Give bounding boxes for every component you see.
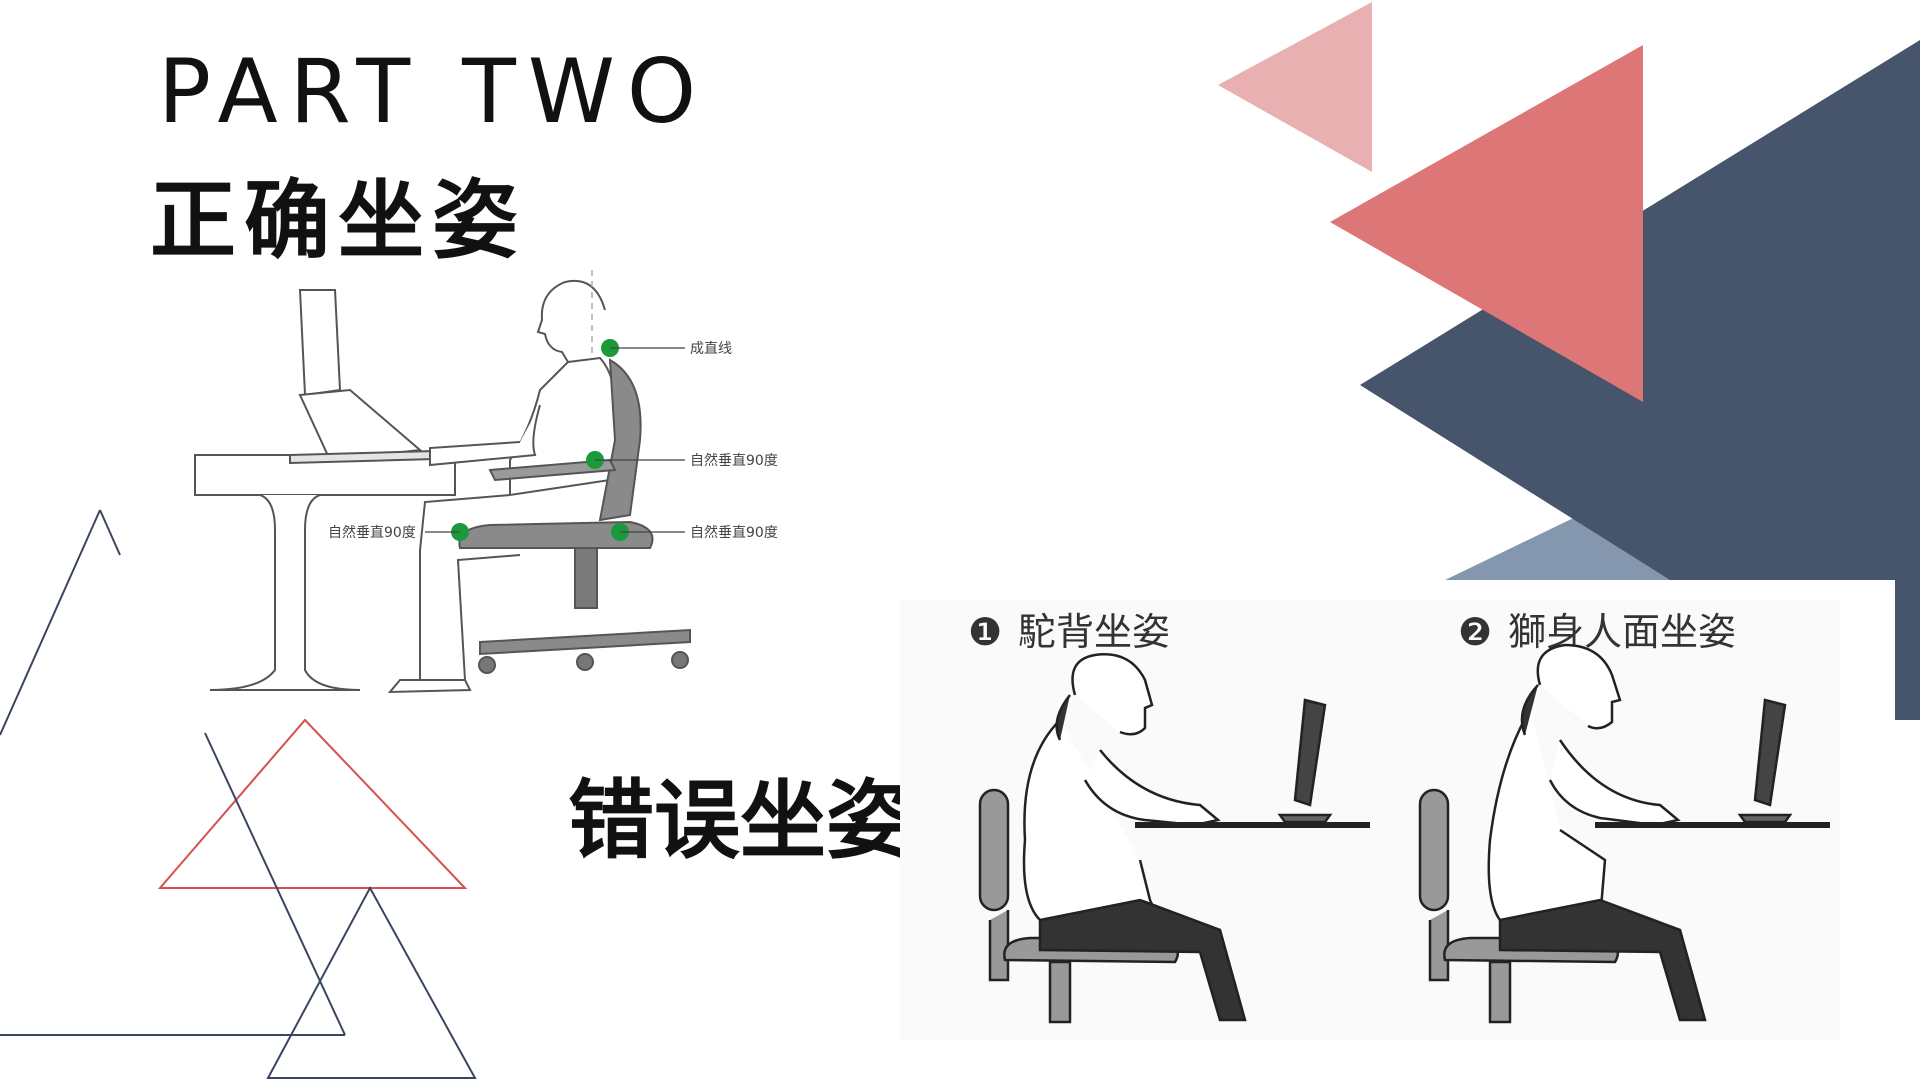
desk-leg: [209, 494, 361, 691]
chair-base: [479, 628, 691, 656]
correct-posture-title: 正确坐姿: [150, 171, 526, 271]
pink-triangle: [1218, 2, 1372, 172]
correct-posture-illustration: 成直线 自然垂直90度 自然垂直90度 自然垂直90度: [194, 270, 778, 694]
hunched-posture-figure: [978, 653, 1370, 1024]
chair-armrest: [488, 458, 617, 482]
sphinx-posture-figure: [1418, 643, 1830, 1024]
person-arm: [429, 404, 541, 467]
coral-triangle: [1330, 45, 1643, 402]
outline-triangle-navy-left-b: [99, 509, 121, 556]
wrong-posture-panel: ❶ 駝背坐姿 ❷ 獅身人面坐姿: [900, 600, 1840, 1040]
wrong-item-1-number: ❶: [968, 610, 1002, 654]
laptop-icon: [298, 289, 342, 397]
chair-back: [598, 358, 642, 522]
outline-triangle-navy-small: [266, 885, 477, 1079]
hip-label: 自然垂直90度: [690, 524, 778, 541]
outline-triangle-navy-mid: [204, 732, 346, 1036]
part-title: PART TWO: [158, 40, 709, 143]
outline-triangle-navy-left: [0, 509, 101, 736]
elbow-label: 自然垂直90度: [690, 452, 778, 469]
knee-label: 自然垂直90度: [328, 524, 416, 541]
wrong-posture-title: 错误坐姿: [568, 771, 912, 871]
person-head-icon: [536, 279, 606, 363]
wrong-item-2-number: ❷: [1458, 610, 1492, 654]
neck-label: 成直线: [690, 340, 732, 357]
wrong-item-2-caption: 獅身人面坐姿: [1508, 610, 1736, 654]
outline-triangle-red: [157, 718, 468, 889]
wrong-item-1-caption: 駝背坐姿: [1018, 610, 1170, 654]
